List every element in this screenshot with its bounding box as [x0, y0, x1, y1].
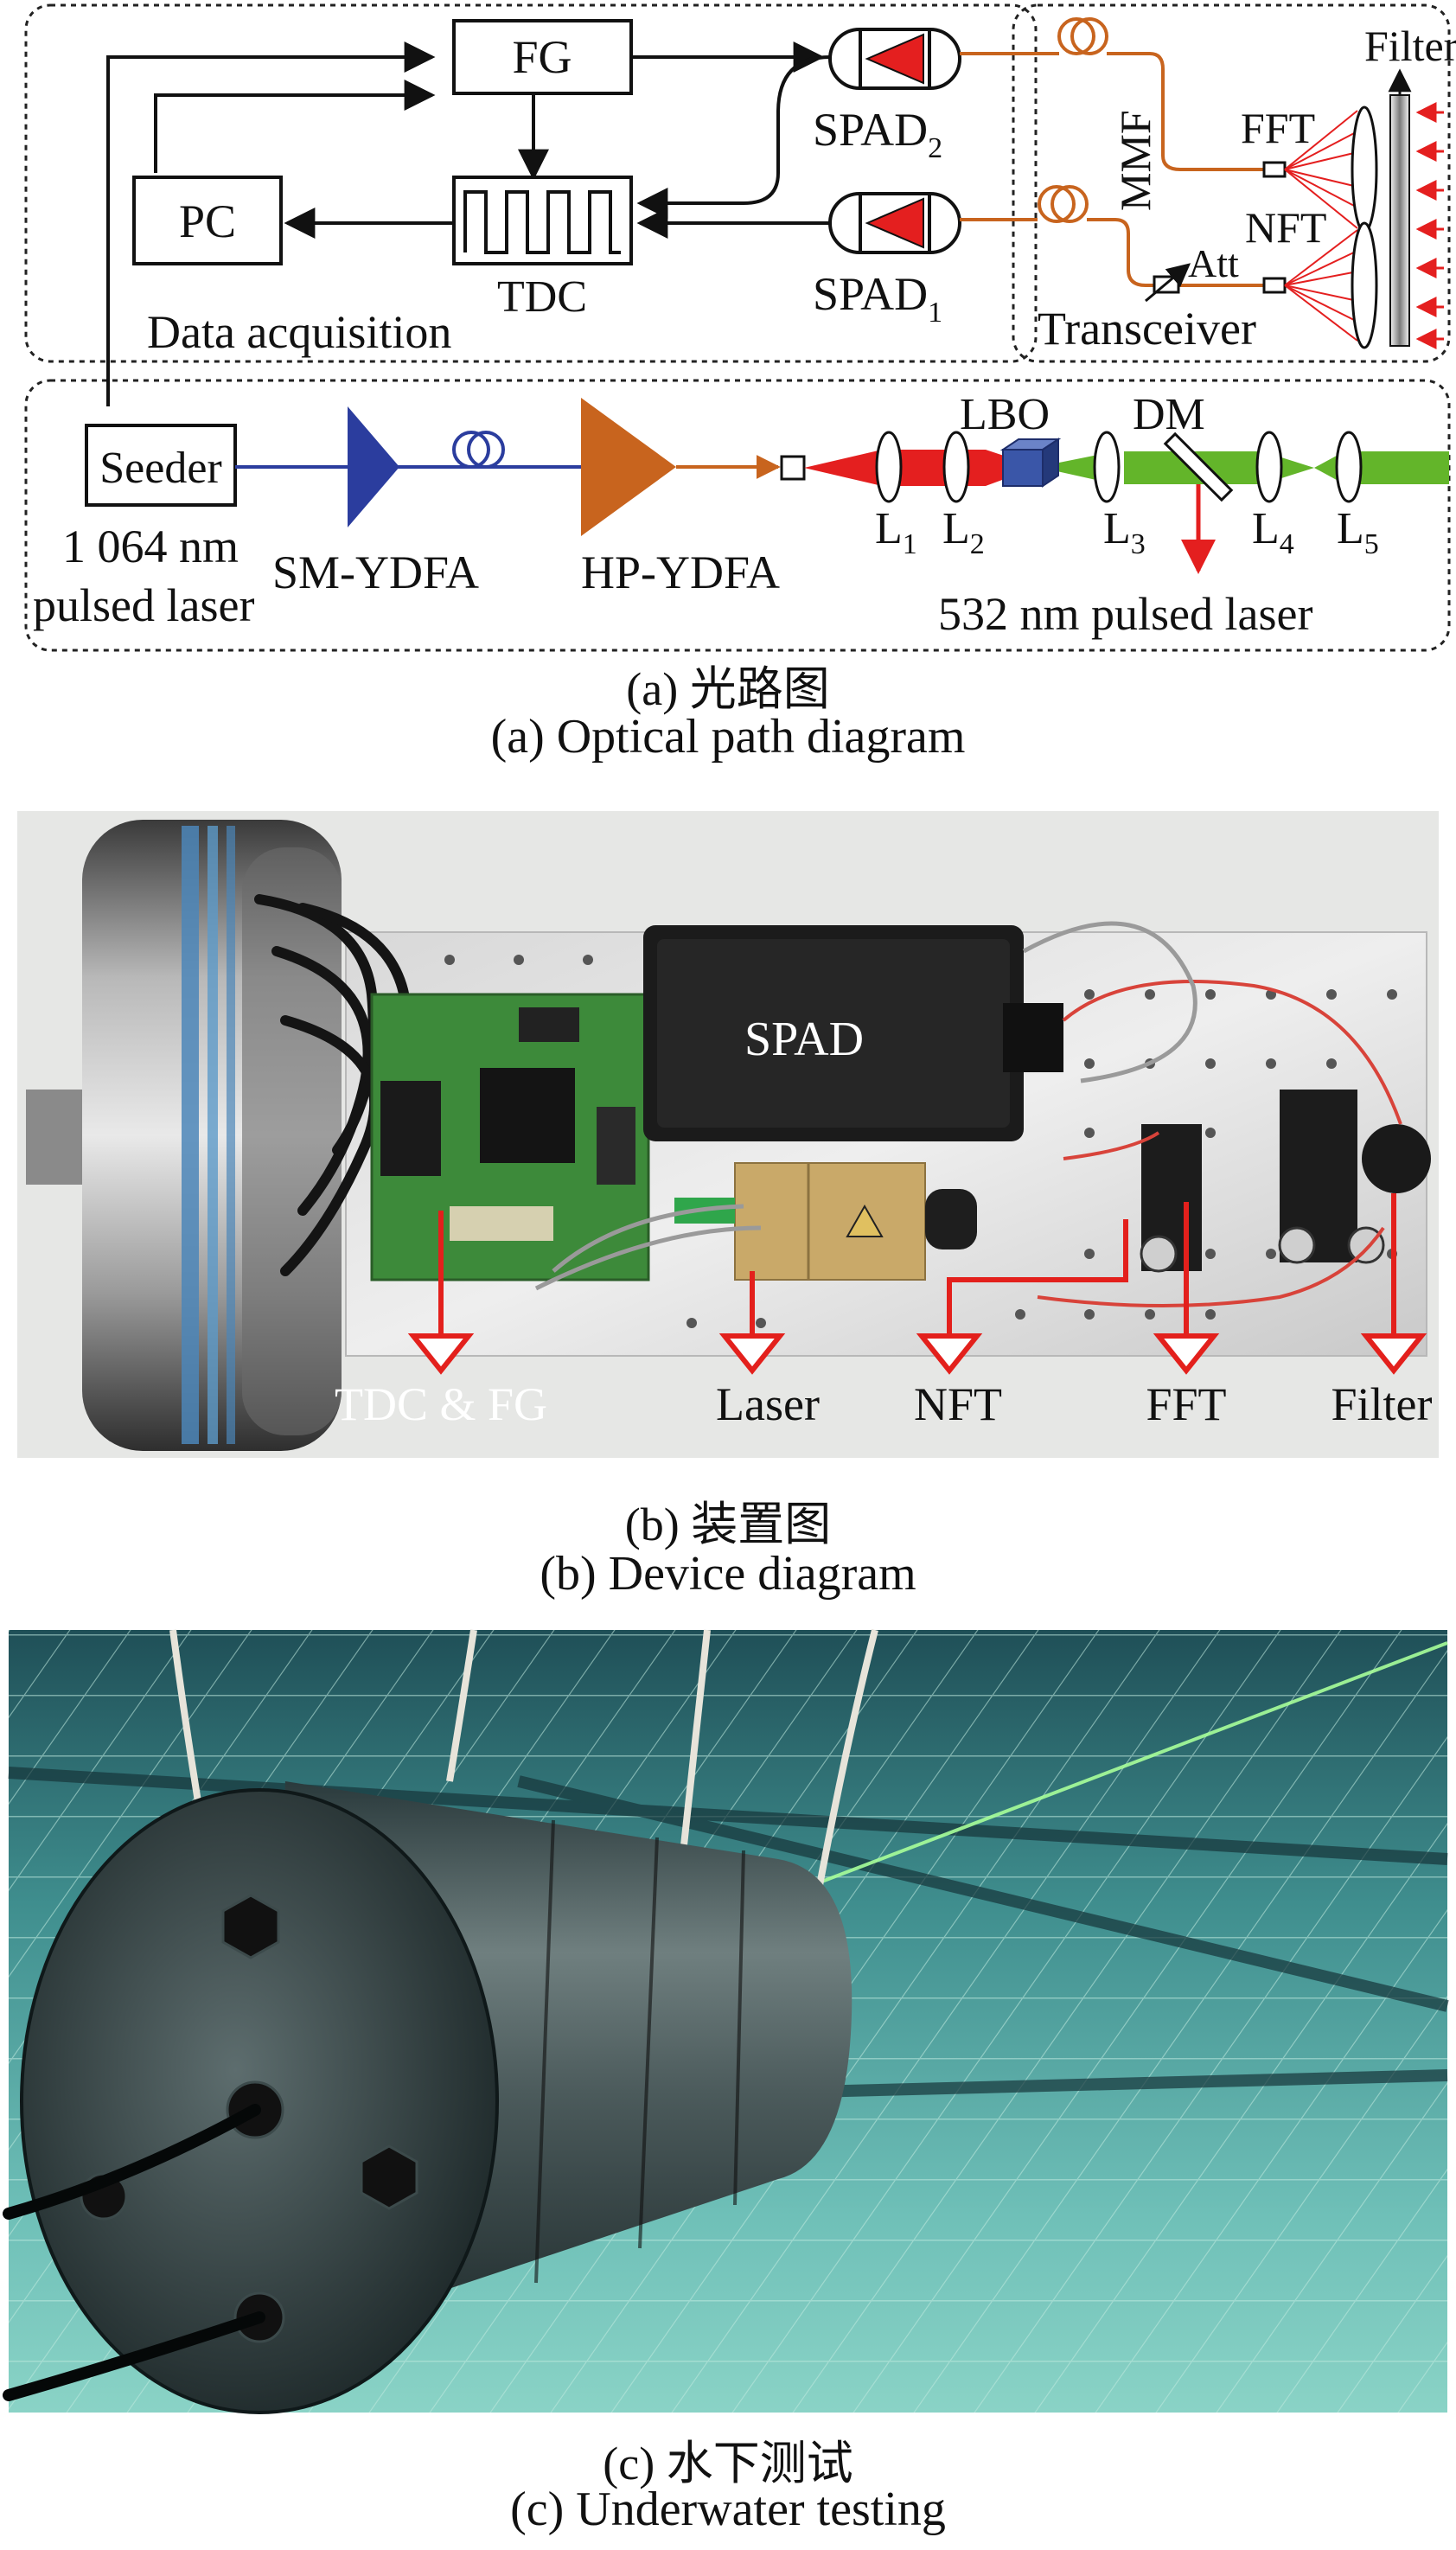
collimator [780, 455, 806, 481]
ir-beam-expanding [804, 450, 882, 486]
laser-532-label: 532 nm pulsed laser [938, 588, 1312, 640]
filter-element [1389, 94, 1410, 347]
seed-fiber-coil [452, 431, 490, 469]
fft-label: FFT [1241, 104, 1315, 152]
end-cap-connectors [80, 1894, 418, 2343]
laser-device-label: Laser [716, 1378, 820, 1430]
laser-source-box [24, 379, 1451, 652]
transceiver-label: Transceiver [1038, 303, 1256, 355]
fft-fiber-tip [1262, 161, 1287, 178]
sm-ydfa-label: SM-YDFA [272, 546, 479, 598]
lens-l1 [875, 431, 903, 503]
laser-1064-label-line2: pulsed laser [33, 579, 254, 631]
spad1-label: SPAD1 [813, 268, 942, 329]
lbo-label: LBO [960, 390, 1050, 439]
dichroic-mirror [1163, 431, 1234, 502]
end-cap-cables [3, 2104, 265, 2401]
lens-l4-label: L4 [1252, 504, 1294, 560]
fft-receive-lens [1351, 105, 1378, 233]
tdc-fg-device-label: TDC & FG [335, 1378, 547, 1430]
dm-label: DM [1133, 390, 1205, 439]
lens-l5 [1335, 431, 1363, 503]
lens-l4 [1255, 431, 1283, 503]
device-fibers [1037, 980, 1402, 1307]
nft-fiber-tip [1262, 277, 1287, 294]
laser-1064-label-line1: 1 064 nm [62, 521, 239, 572]
nft-label: NFT [1245, 203, 1326, 252]
seeder-label: Seeder [99, 444, 221, 493]
caption-b-zh: (b) 装置图 [624, 1499, 832, 1550]
green-laser-beam [812, 1641, 1448, 1887]
lens-l2 [942, 431, 970, 503]
data-acquisition-label: Data acquisition [147, 306, 451, 358]
filter-device-label: Filter [1331, 1378, 1433, 1430]
receive-cones [1284, 110, 1358, 342]
callout-arrows [407, 1193, 1427, 1375]
control-pcb [370, 993, 650, 1281]
att-label: Att [1188, 241, 1239, 285]
caption-b-en: (b) Device diagram [540, 1547, 916, 1601]
lens-l3 [1093, 431, 1121, 503]
caption-a-en: (a) Optical path diagram [490, 710, 966, 764]
nft-receive-lens [1351, 221, 1378, 349]
pc-box [132, 176, 283, 265]
transceiver-box [1012, 3, 1451, 363]
spad-module [643, 925, 1063, 1141]
caption-a-zh: (a) 光路图 [626, 663, 830, 715]
pc-label: PC [179, 195, 236, 247]
lbo-crystal [999, 438, 1062, 488]
optics-mounts [1140, 1090, 1431, 1273]
mmf-fibers [960, 17, 1264, 287]
data-acquisition-box [24, 3, 1038, 363]
sm-ydfa-amplifier [348, 406, 399, 527]
spad-device-label: SPAD [744, 1013, 864, 1066]
incoming-light-arrows [1415, 102, 1444, 349]
nft-device-label: NFT [914, 1378, 1002, 1430]
spad2-detector [828, 28, 961, 90]
tdc-pulse-icon [463, 190, 621, 254]
tdc-label: TDC [497, 272, 587, 322]
fg-box [452, 19, 633, 95]
mmf-label: MMF [1111, 110, 1159, 211]
device-gray-cables [534, 921, 1197, 1291]
signal-wiring [106, 42, 831, 406]
caption-c-en: (c) Underwater testing [510, 2483, 946, 2536]
lens-l1-label: L1 [875, 504, 917, 560]
lens-l3-label: L3 [1103, 504, 1146, 560]
filter-label: Filter [1364, 22, 1456, 70]
fg-label: FG [512, 31, 572, 83]
pressure-flange [26, 820, 342, 1451]
panel-b-device-photo: SPAD [17, 811, 1439, 1458]
hp-ydfa-label: HP-YDFA [581, 546, 780, 598]
seeder-box [85, 424, 237, 507]
caption-c-zh: (c) 水下测试 [603, 2438, 853, 2489]
pool-lane-lines [8, 1767, 1449, 2099]
green-beam-3 [1314, 451, 1449, 484]
spad2-label: SPAD2 [813, 104, 942, 164]
fft-device-label: FFT [1146, 1378, 1226, 1430]
panel-a-optical-path: FG PC TDC Data acquisition SPAD2 SPAD1 [24, 3, 1456, 652]
lens-l5-label: L5 [1337, 504, 1379, 560]
spad1-detector [828, 192, 961, 254]
hp-ydfa-amplifier [581, 398, 676, 536]
panel-c-underwater-photo [3, 1629, 1449, 2414]
lens-l2-label: L2 [942, 504, 985, 560]
